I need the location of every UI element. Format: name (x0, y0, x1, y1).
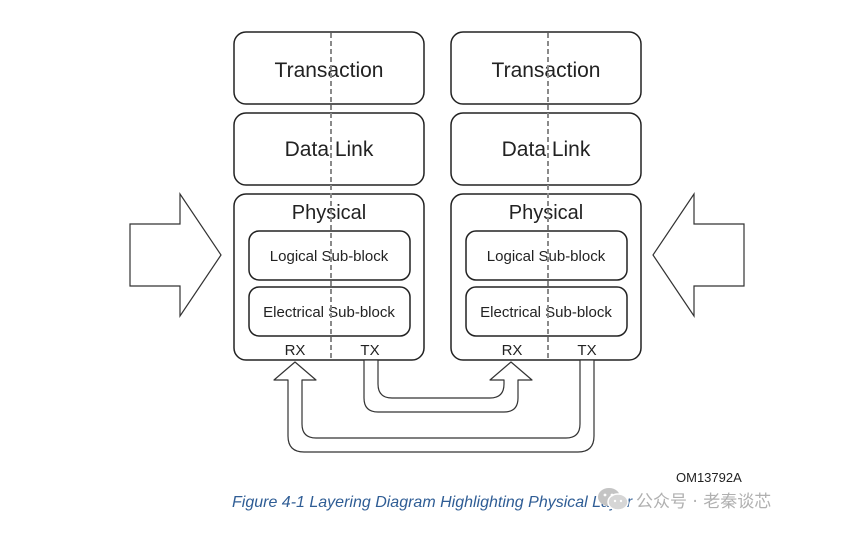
left-physical-label: Physical (292, 202, 366, 224)
left-stack: Transaction Data Link Physical Logical S… (233, 31, 425, 361)
left-data-link-block (233, 112, 425, 186)
left-logical-label: Logical Sub-block (270, 248, 389, 265)
right-data-link-label: Data Link (502, 138, 591, 161)
right-side-arrow-icon (652, 192, 745, 318)
watermark-text: 公众号 · 老秦谈芯 (636, 491, 772, 512)
wechat-icon (598, 488, 629, 511)
right-transaction-label: Transaction (492, 59, 601, 82)
left-electrical-label: Electrical Sub-block (263, 304, 395, 321)
right-electrical-subblock (465, 286, 628, 337)
left-data-link-label: Data Link (285, 138, 374, 161)
right-data-link-block (450, 112, 642, 186)
left-transaction-block (233, 31, 425, 105)
right-logical-label: Logical Sub-block (487, 248, 606, 265)
figure-id: OM13792A (676, 470, 742, 485)
left-electrical-subblock (248, 286, 411, 337)
left-tx-label: TX (360, 342, 379, 359)
left-side-arrow-icon (129, 192, 222, 318)
figure-caption: Figure 4-1 Layering Diagram Highlighting… (232, 494, 633, 511)
watermark: 公众号 · 老秦谈芯 (596, 486, 771, 512)
left-transaction-label: Transaction (275, 59, 384, 82)
right-logical-subblock (465, 230, 628, 281)
right-tx-to-left-rx-link-arrow (273, 359, 595, 453)
right-stack: Transaction Data Link Physical Logical S… (450, 31, 642, 361)
left-tx-to-right-rx-link-arrow (363, 359, 533, 413)
right-physical-label: Physical (509, 202, 583, 224)
right-tx-label: TX (577, 342, 596, 359)
right-transaction-block (450, 31, 642, 105)
left-logical-subblock (248, 230, 411, 281)
right-rx-label: RX (502, 342, 523, 359)
right-electrical-label: Electrical Sub-block (480, 304, 612, 321)
left-rx-label: RX (285, 342, 306, 359)
